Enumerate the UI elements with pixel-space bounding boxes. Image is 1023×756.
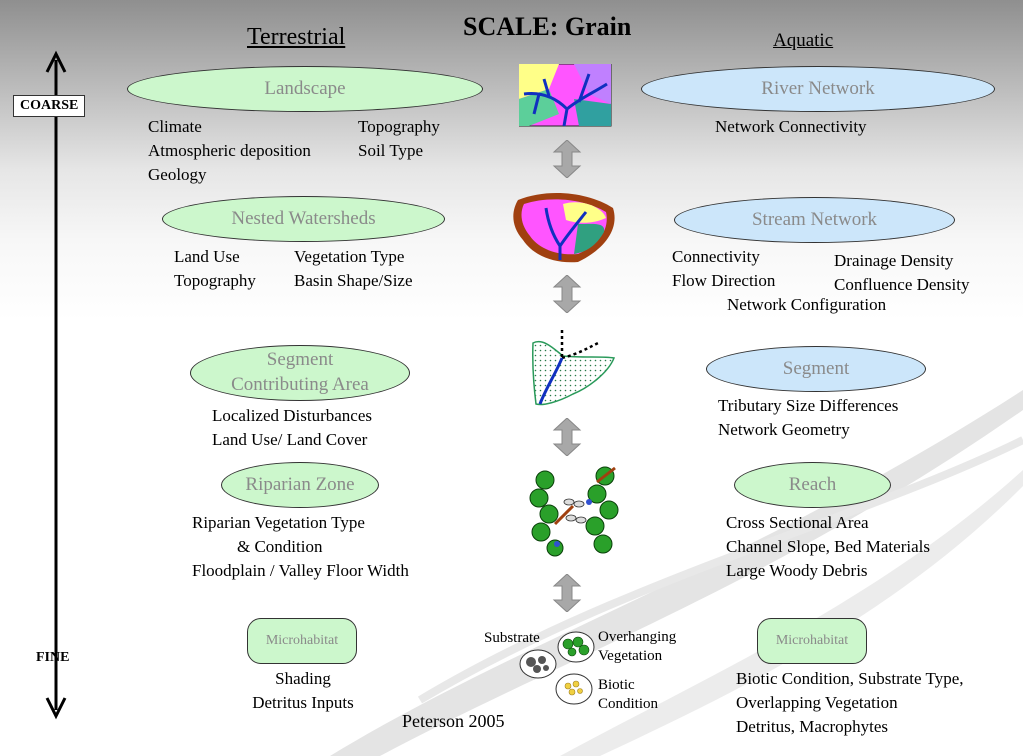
factor-shading: Shading [275,669,331,688]
biotic-condition-icon [555,673,593,705]
landscape-factors-left: Climate Atmospheric deposition Geology [148,115,311,187]
overhanging-label-1: Overhanging [598,629,677,645]
factor-soil-type: Soil Type [358,141,424,160]
terrestrial-heading: Terrestrial [247,24,346,50]
factor-condition: & Condition [237,537,323,556]
factor-topography: Topography [358,117,440,136]
overhanging-vegetation-icon [557,631,595,663]
segment-area-label-2: Contributing Area [231,374,369,395]
diagram-title: SCALE: Grain [463,12,632,41]
scale-link-arrow-3 [552,418,582,456]
factor-localized-disturbances: Localized Disturbances [212,406,373,425]
segment-oval: Segment [706,346,926,392]
factor-overlapping-vegetation: Overlapping Vegetation [736,693,898,712]
landscape-map-icon [519,64,612,127]
factor-detritus-inputs: Detritus Inputs [252,693,354,712]
watershed-map-icon [513,193,615,263]
aquatic-heading: Aquatic [773,30,834,51]
watershed-factors-right: Vegetation Type Basin Shape/Size [294,245,413,293]
riparian-zone-oval: Riparian Zone [221,462,379,508]
factor-vegetation-type: Vegetation Type [294,247,405,266]
scale-link-arrow-1 [552,140,582,178]
aquatic-micro-factors: Biotic Condition, Substrate Type, Overla… [736,667,964,739]
riparian-reach-icon [529,466,619,557]
stream-factors-right: Drainage Density Confluence Density [834,249,970,297]
factor-drainage-density: Drainage Density [834,251,954,270]
factor-biotic-condition: Biotic Condition, Substrate Type, [736,669,964,688]
segment-area-label-1: Segment [266,349,334,371]
terrestrial-micro-factors: Shading Detritus Inputs [243,667,363,715]
factor-land-use: Land Use [174,247,240,266]
factor-floodplain-width: Floodplain / Valley Floor Width [192,561,409,580]
factor-land-cover: Land Use/ Land Cover [212,430,368,449]
factor-channel-slope: Channel Slope, Bed Materials [726,537,930,556]
factor-topography: Topography [174,271,256,290]
factor-detritus-macrophytes: Detritus, Macrophytes [736,717,889,736]
biotic-condition-label: Biotic Condition [598,676,658,714]
factor-climate: Climate [148,117,202,136]
segment-area-icon [532,330,616,406]
factor-riparian-vegetation: Riparian Vegetation Type [192,513,365,532]
landscape-oval: Landscape [127,66,483,112]
factor-atmospheric-deposition: Atmospheric deposition [148,141,311,160]
stream-factors-left: Connectivity Flow Direction [672,245,775,293]
biotic-label-2: Condition [598,696,659,712]
factor-large-woody-debris: Large Woody Debris [726,561,868,580]
factor-cross-sectional-area: Cross Sectional Area [726,513,869,532]
nested-watersheds-oval: Nested Watersheds [162,196,445,242]
segment-factors: Tributary Size Differences Network Geome… [718,394,898,442]
factor-network-connectivity: Network Connectivity [715,117,867,136]
scale-link-arrow-4 [552,574,582,612]
reach-oval: Reach [734,462,891,508]
segment-contributing-area-oval: Segment Contributing Area [190,345,410,401]
overhanging-label-2: Vegetation [598,648,663,664]
factor-geology: Geology [148,165,207,184]
riparian-factors: Riparian Vegetation Type & Condition Flo… [192,511,409,583]
stream-network-oval: Stream Network [674,197,955,243]
citation-credit: Peterson 2005 [402,711,505,731]
substrate-label: Substrate [484,630,540,646]
landscape-factors-right: Topography Soil Type [358,115,440,163]
overhanging-vegetation-label: Overhanging Vegetation [598,628,676,666]
substrate-icon [519,649,557,679]
river-network-oval: River Network [641,66,995,112]
factor-flow-direction: Flow Direction [672,271,776,290]
scale-axis-arrow [45,50,67,720]
factor-connectivity: Connectivity [672,247,760,266]
scale-link-arrow-2 [552,275,582,313]
biotic-label-1: Biotic [598,677,635,693]
aquatic-microhabitat-box: Microhabitat [757,618,867,664]
fine-label: FINE [36,650,70,665]
coarse-label: COARSE [13,95,86,117]
reach-factors: Cross Sectional Area Channel Slope, Bed … [726,511,930,583]
terrestrial-microhabitat-box: Microhabitat [247,618,357,664]
factor-tributary-size: Tributary Size Differences [718,396,899,415]
factor-basin-shape: Basin Shape/Size [294,271,413,290]
factor-network-geometry: Network Geometry [718,420,850,439]
watershed-factors-left: Land Use Topography [174,245,256,293]
factor-network-configuration: Network Configuration [727,295,887,314]
segment-area-factors: Localized Disturbances Land Use/ Land Co… [212,404,372,452]
factor-confluence-density: Confluence Density [834,275,970,294]
